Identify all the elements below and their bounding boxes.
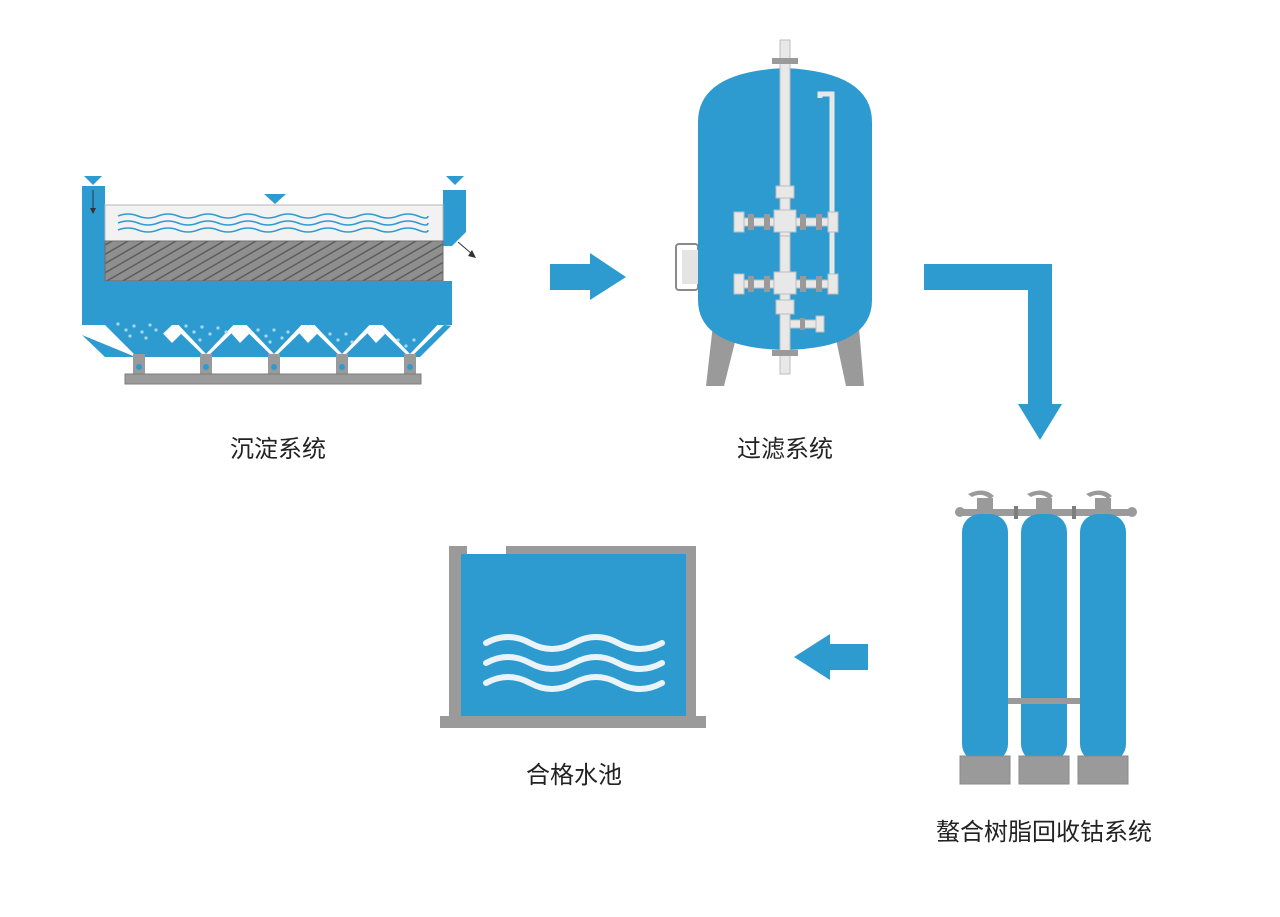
base-beam (124, 373, 422, 385)
arrow-left-icon (794, 634, 868, 680)
column-base (959, 755, 1011, 785)
valve-manifold-upper (733, 209, 839, 233)
water-waves-icon (483, 634, 665, 692)
tank-water (461, 554, 686, 716)
column-base (1018, 755, 1070, 785)
resin-column (1080, 514, 1126, 762)
tank-base (440, 716, 706, 728)
inlet-channel (82, 186, 105, 330)
sedimentation-tank-illustration (82, 176, 476, 385)
qualified-tank-label: 合格水池 (526, 761, 622, 789)
arrow-elbow-down-icon (924, 264, 1062, 440)
resin-column (1021, 514, 1067, 762)
water-level-marker-icon (446, 176, 464, 185)
sedimentation-label: 沉淀系统 (230, 435, 326, 463)
filtration-label: 过滤系统 (737, 435, 833, 463)
resin-column (962, 514, 1008, 762)
clear-water-zone (104, 204, 444, 242)
column-base (1077, 755, 1129, 785)
column-valve-heads (968, 490, 1112, 514)
resin-columns-illustration (955, 490, 1137, 785)
outlet-channel (443, 190, 466, 246)
wave-lines (117, 213, 429, 233)
water-level-marker-icon (84, 176, 102, 185)
backwash-pipe (817, 91, 835, 286)
inlet-pipe (779, 39, 791, 237)
connector-bar (1008, 698, 1080, 704)
sludge-particles (116, 322, 416, 348)
water-tank-illustration (440, 546, 706, 728)
outflow-arrow-icon (457, 241, 473, 255)
inclined-plate-pack (104, 240, 444, 282)
resin-system-label: 螯合树脂回收钴系统 (936, 818, 1152, 846)
water-level-marker-icon (264, 194, 286, 204)
filter-vessel-illustration (675, 39, 872, 386)
valve-manifold-lower (733, 271, 839, 295)
arrow-right-icon (550, 253, 626, 300)
